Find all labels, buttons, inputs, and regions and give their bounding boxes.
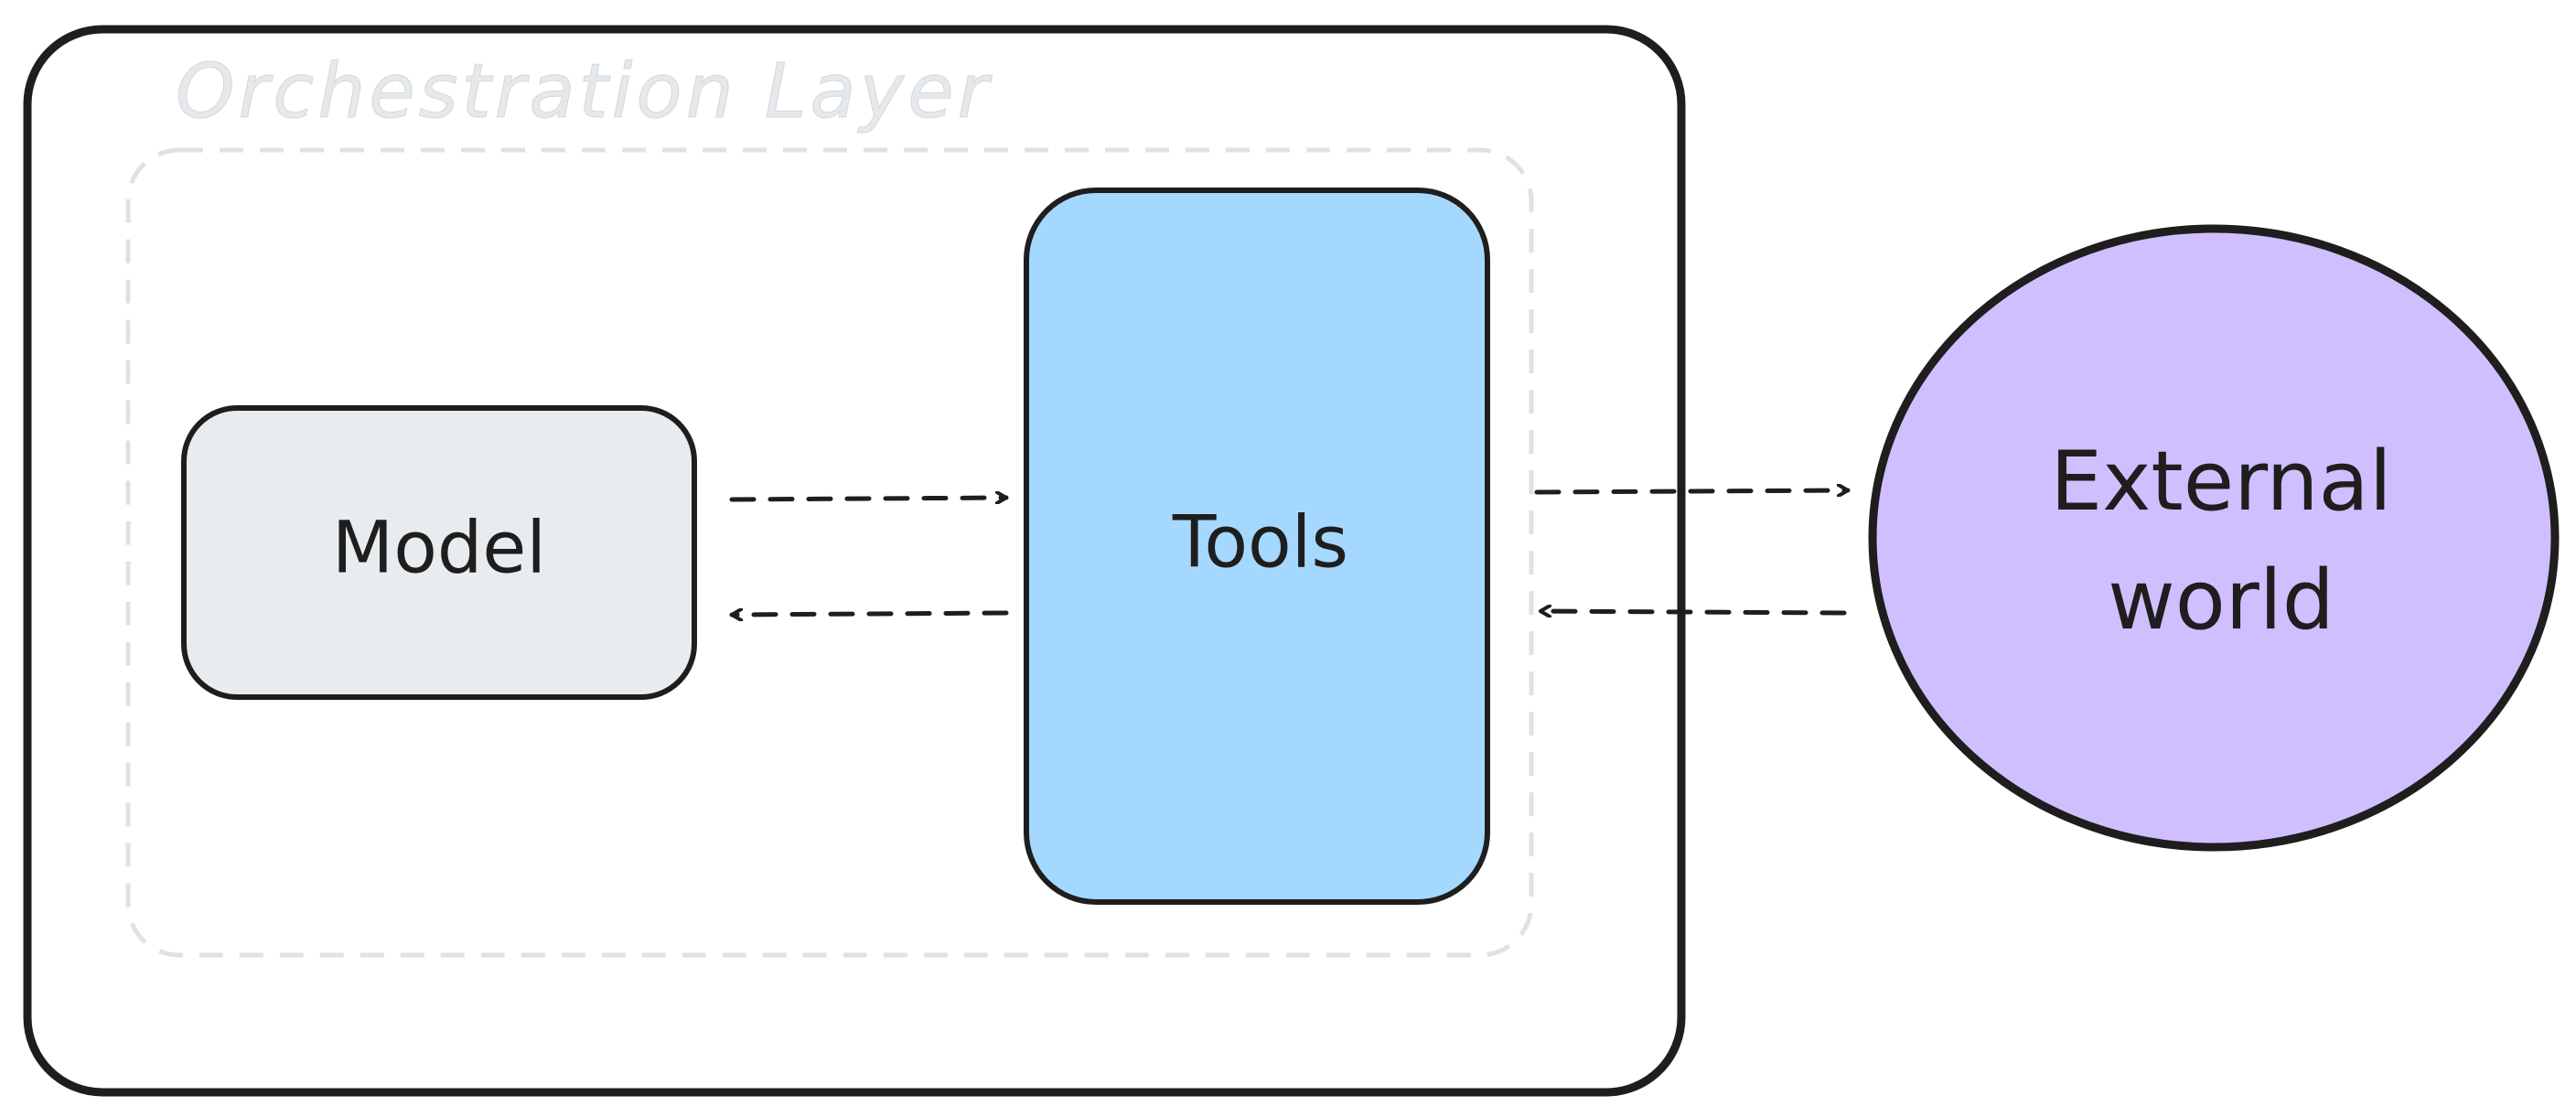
tools-node (1024, 188, 1490, 905)
inner-group-boundary (125, 147, 1534, 958)
external-world-node (1868, 224, 2560, 852)
model-label: Model (332, 507, 546, 589)
model-node (181, 405, 697, 700)
arrow-external-to-tools (1538, 611, 1847, 613)
external-world-label-line1: External (2050, 434, 2391, 530)
arrow-tools-to-external (1534, 490, 1851, 492)
orchestration-layer-title: Orchestration Layer (176, 48, 993, 135)
tools-label: Tools (1172, 501, 1348, 584)
arrow-model-to-tools (729, 498, 1009, 499)
arrow-tools-to-model (729, 613, 1009, 615)
external-world-label-line2: world (2108, 553, 2334, 649)
